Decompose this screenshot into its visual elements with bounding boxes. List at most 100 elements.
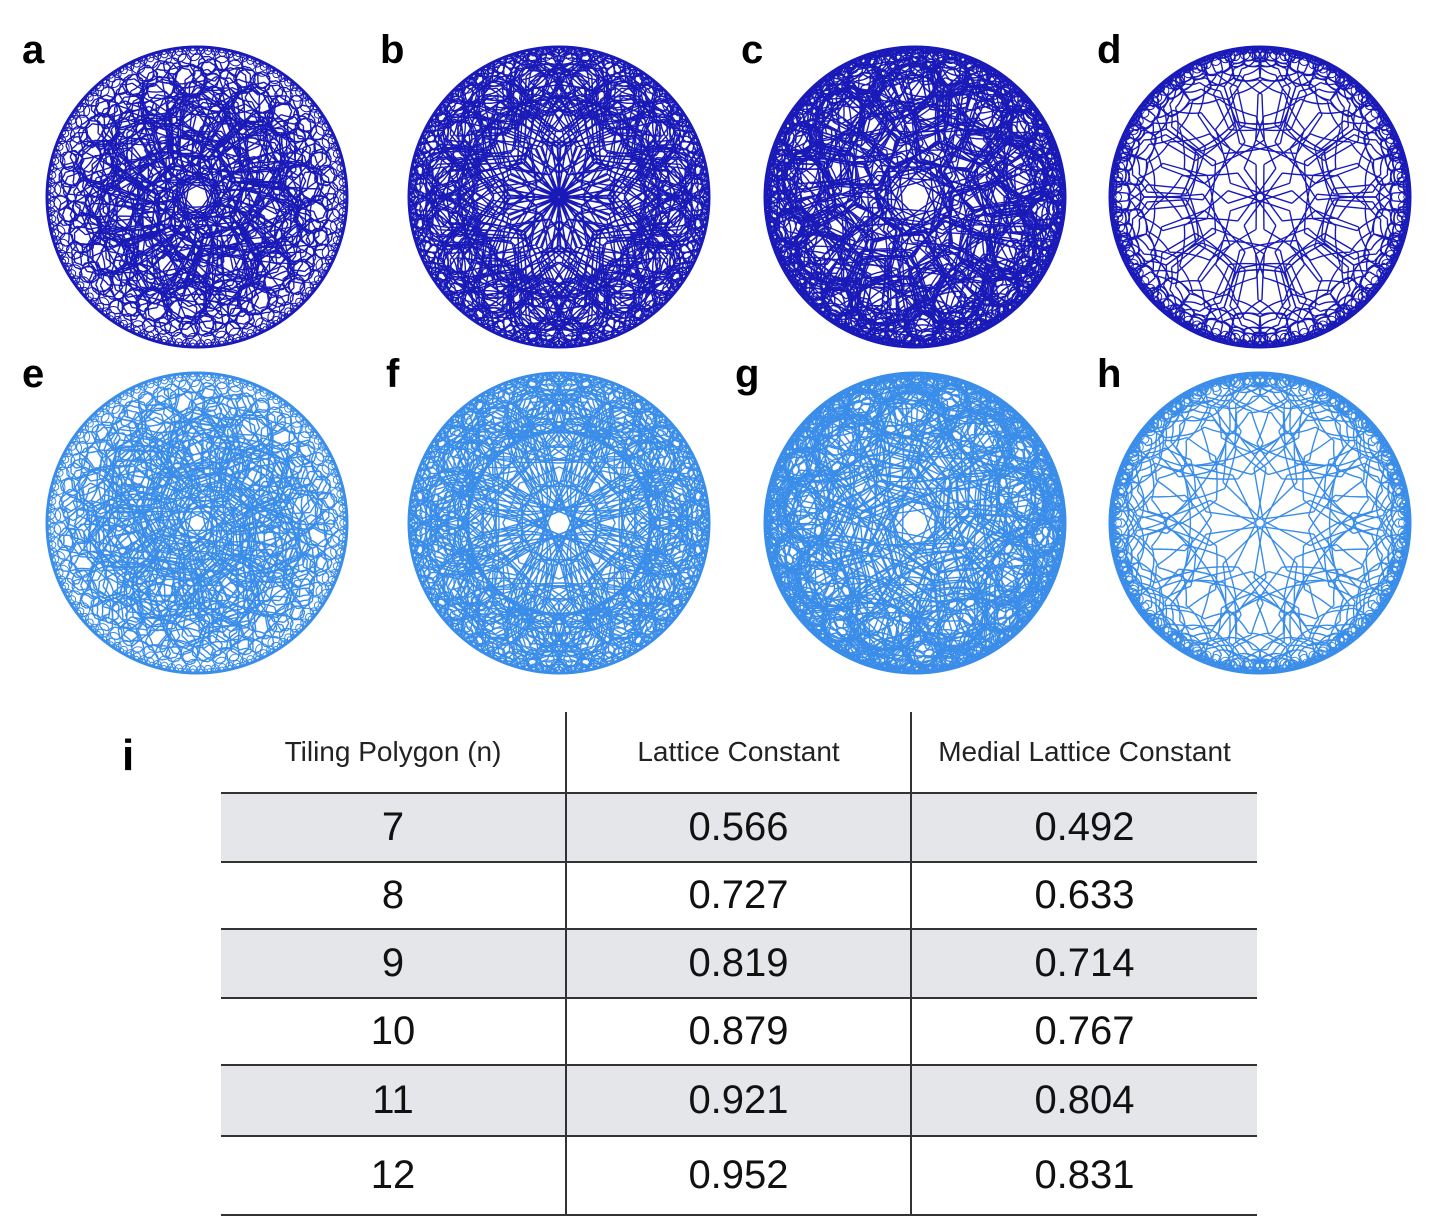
tile-edge [184, 395, 223, 432]
tile-edge [210, 205, 280, 279]
boundary-cell [1135, 112, 1142, 119]
tile-edge [53, 521, 68, 536]
boundary-cell [811, 87, 818, 94]
boundary-cell [994, 73, 1001, 80]
tile-edge [214, 381, 230, 395]
tiling-disk-a [44, 44, 350, 350]
disk-boundary [45, 45, 349, 349]
tile-edge [118, 404, 144, 430]
tile-edge [226, 297, 257, 325]
tile-edge [964, 82, 1015, 134]
boundary-cell [1016, 91, 1023, 98]
tile-edge [316, 570, 330, 585]
boundary-cell [456, 301, 464, 309]
tile-edge [97, 463, 155, 523]
tile-edge [112, 118, 184, 193]
tile-edge [61, 199, 91, 230]
tile-edge [83, 430, 98, 445]
tile-edge [98, 288, 116, 306]
boundary-cells [408, 46, 710, 348]
tile-edge [226, 59, 244, 77]
tile-edge [103, 100, 148, 148]
tile-edge [210, 322, 228, 339]
boundary-cell [1351, 82, 1357, 88]
tile-edge [234, 110, 293, 164]
tile-edge [165, 420, 227, 482]
tile-edge [224, 445, 284, 509]
tile-edge [146, 287, 183, 325]
tile-edge [181, 88, 243, 153]
boundary-cell [1163, 82, 1169, 88]
boundary-cell [829, 73, 836, 80]
boundary-cell [1334, 318, 1341, 324]
tile-edge [247, 480, 304, 535]
tile-edge [1229, 58, 1308, 132]
boundary-cell [1027, 104, 1034, 111]
boundary-cell [447, 292, 455, 300]
tile-edge [198, 300, 231, 332]
tile-edge [170, 258, 227, 315]
boundary-cell [1012, 87, 1019, 94]
tile-edge [231, 484, 295, 546]
tile-edge [97, 511, 159, 570]
boundary-cell [1369, 288, 1375, 294]
tile-edge [239, 506, 299, 570]
panel-label-e: e [22, 352, 45, 396]
boundary-cell [1365, 96, 1372, 103]
boundary-cell [1016, 296, 1023, 303]
boundary-cell [447, 94, 455, 102]
boundary-cell [1338, 72, 1345, 79]
boundary-cell [1179, 318, 1186, 324]
tile-edge [133, 573, 189, 626]
boundary-cell [1351, 306, 1357, 312]
tile-edge [62, 528, 89, 555]
tile-edge [240, 221, 297, 280]
tile-edge [212, 467, 283, 536]
tile-edge [293, 137, 324, 169]
tile-edge [505, 62, 550, 108]
tiling-disk-d [1107, 44, 1413, 350]
tile-edge [137, 392, 158, 413]
tile-edge [192, 387, 220, 414]
boundary-cell [1179, 70, 1186, 76]
panel-label-a: a [22, 28, 45, 72]
tile-edge [1229, 262, 1308, 336]
tiling-svg-d [1108, 45, 1412, 349]
boundary-cell [1030, 108, 1038, 116]
tile-edge [509, 247, 583, 322]
tile-edge [245, 273, 281, 310]
tile-edge [62, 499, 91, 529]
tile-edge [207, 614, 241, 650]
tile-edge [153, 101, 230, 176]
tile-edge [107, 418, 144, 453]
tile-edge [110, 78, 128, 95]
tile-edge [619, 100, 669, 152]
tile-edge [245, 149, 307, 215]
tile-edge [192, 61, 222, 92]
boundary-cell [1338, 315, 1345, 322]
tile-edge [512, 64, 565, 118]
tile-edge [165, 575, 224, 632]
tile-edge [79, 123, 117, 160]
tile-edge [960, 159, 1046, 248]
tile-edge [863, 101, 999, 235]
tile-edge [164, 79, 222, 136]
tile-edge [984, 167, 1052, 237]
tile-edge [100, 229, 158, 282]
tile-edge [836, 216, 942, 316]
boundary-cell [1030, 278, 1038, 286]
tile-edge [102, 556, 151, 608]
tile-edge [213, 487, 284, 557]
boundary-cell [1163, 306, 1169, 312]
tile-edge [985, 120, 1044, 178]
tile-edge [159, 430, 225, 498]
tile-edge [915, 92, 1015, 197]
boundary-cell [1159, 302, 1166, 309]
boundary-cell [1354, 302, 1361, 309]
tile-edge [282, 553, 316, 589]
tile-edge [246, 602, 280, 635]
tile-edge [283, 113, 313, 143]
boundary-cell [1381, 116, 1387, 123]
tile-edge [103, 428, 146, 468]
tile-edge [76, 466, 115, 508]
